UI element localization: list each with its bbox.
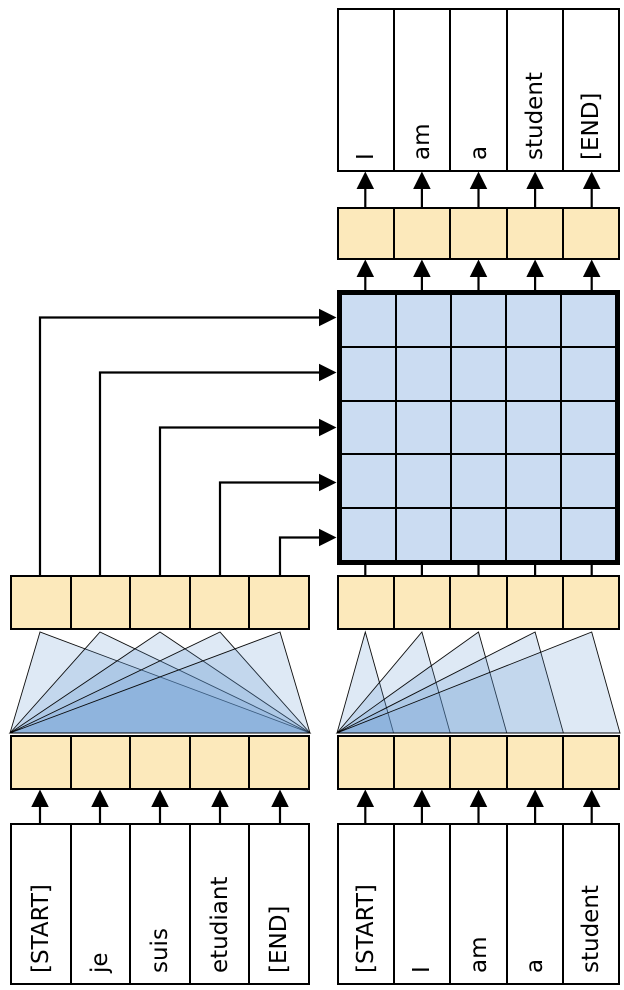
attention-cell xyxy=(396,454,451,508)
embedding-cell xyxy=(393,737,450,788)
embedding-cell xyxy=(188,737,249,788)
attention-cell xyxy=(506,400,561,455)
attention-cell xyxy=(561,294,616,348)
embedding-cell xyxy=(129,737,189,788)
embedding-cell xyxy=(248,737,308,788)
projection-cell xyxy=(505,209,562,258)
attention-cell xyxy=(341,400,396,455)
output-token-arrows xyxy=(356,171,601,207)
encoder-input-arrows xyxy=(31,789,289,823)
decoder-state-cell xyxy=(505,577,562,628)
embedding-cell xyxy=(69,737,130,788)
embedding-cell xyxy=(339,737,394,788)
decoder-embedding-column xyxy=(337,735,620,790)
attention-cell xyxy=(341,507,396,561)
encoder-input-token-box: [START] je suis etudiant [END] xyxy=(10,823,310,985)
decoder-masked-attention-fan xyxy=(335,630,621,734)
encoder-token-cell: je xyxy=(69,825,130,983)
decoder-state-cell xyxy=(449,577,506,628)
decoder-token-cell: [START] xyxy=(353,884,380,973)
attention-cell xyxy=(396,400,451,455)
output-token-cell: student xyxy=(505,10,562,170)
decoder-token-cell: I xyxy=(393,825,450,983)
decoder-state-column xyxy=(337,575,620,630)
projection-cell xyxy=(561,209,619,258)
attention-cell xyxy=(561,454,616,508)
embedding-cell xyxy=(505,737,562,788)
decoder-to-grid-connectors xyxy=(364,563,593,576)
cross-attention-grid xyxy=(337,290,620,565)
attention-cell xyxy=(451,400,506,455)
attention-cell xyxy=(451,454,506,508)
encoder-state-cell xyxy=(12,577,70,628)
decoder-output-token-box: I am a student [END] xyxy=(337,8,620,172)
projection-cell xyxy=(393,209,450,258)
decoder-input-token-box: [START] I am a student xyxy=(337,823,620,985)
encoder-self-attention-fan xyxy=(8,631,312,734)
embedding-cell xyxy=(12,737,70,788)
decoder-state-cell xyxy=(561,577,619,628)
encoder-token-cell: etudiant xyxy=(188,825,249,983)
encoder-state-column xyxy=(10,575,310,630)
attention-cell xyxy=(341,347,396,401)
output-token-cell: am xyxy=(393,10,450,170)
projection-cell xyxy=(339,209,394,258)
grid-output-arrows xyxy=(356,259,601,290)
attention-cell xyxy=(396,347,451,401)
output-token-cell: a xyxy=(449,10,506,170)
attention-cell xyxy=(341,454,396,508)
attention-cell xyxy=(506,507,561,561)
attention-cell xyxy=(506,454,561,508)
encoder-state-cell xyxy=(69,577,130,628)
attention-cell xyxy=(506,294,561,348)
decoder-token-cell: student xyxy=(561,825,619,983)
decoder-token-cell: a xyxy=(505,825,562,983)
attention-cell xyxy=(451,347,506,401)
attention-cell xyxy=(506,347,561,401)
output-token-cell: I xyxy=(353,153,380,160)
output-token-cell: [END] xyxy=(561,10,619,170)
decoder-state-cell xyxy=(393,577,450,628)
encoder-to-grid-connectors xyxy=(38,308,337,575)
attention-cell xyxy=(561,400,616,455)
output-projection-column xyxy=(337,207,620,260)
attention-cell xyxy=(561,347,616,401)
decoder-input-arrows xyxy=(356,789,601,823)
attention-cell xyxy=(341,294,396,348)
encoder-token-cell: suis xyxy=(129,825,189,983)
decoder-state-cell xyxy=(339,577,394,628)
encoder-embedding-column xyxy=(10,735,310,790)
encoder-state-cell xyxy=(129,577,189,628)
attention-cell xyxy=(396,294,451,348)
encoder-state-cell xyxy=(248,577,308,628)
encoder-state-cell xyxy=(188,577,249,628)
encoder-token-cell: [END] xyxy=(248,825,308,983)
decoder-token-cell: am xyxy=(449,825,506,983)
projection-cell xyxy=(449,209,506,258)
attention-cell xyxy=(561,507,616,561)
embedding-cell xyxy=(449,737,506,788)
attention-cell xyxy=(396,507,451,561)
attention-cell xyxy=(451,294,506,348)
embedding-cell xyxy=(561,737,619,788)
encoder-token-cell: [START] xyxy=(27,884,54,973)
attention-cell xyxy=(451,507,506,561)
